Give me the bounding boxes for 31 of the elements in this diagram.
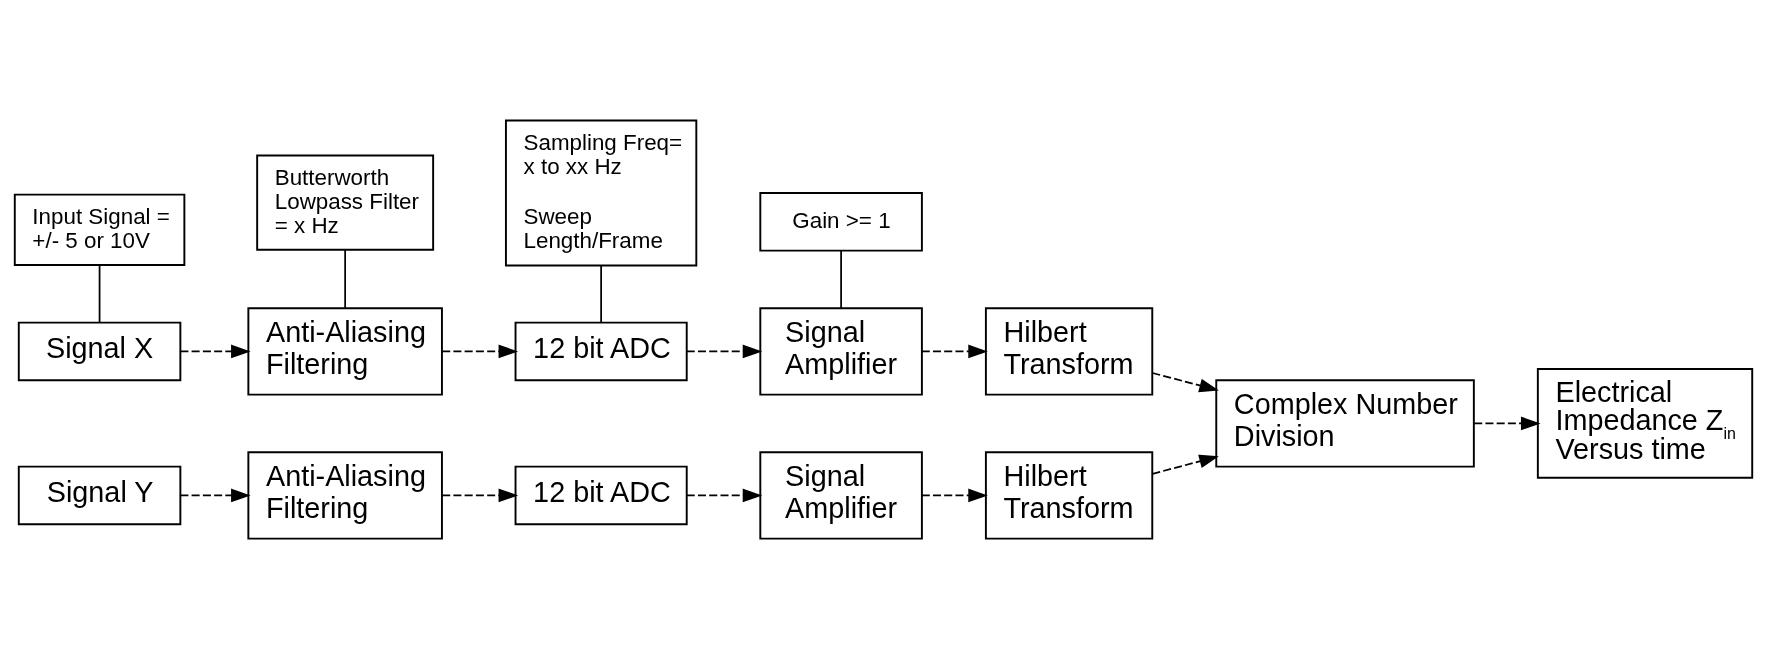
node-box: Signal Amplifier xyxy=(759,451,923,540)
arrow xyxy=(1473,416,1541,431)
arrow xyxy=(921,344,988,359)
node-box: Electrical Impedance Z$_{in}$ Versus time xyxy=(1536,368,1754,479)
node-box: Gain >= 1 xyxy=(759,192,923,252)
arrow xyxy=(441,344,519,359)
node-box: Sampling Freq= x to xx Hz Sweep Length/Frame xyxy=(505,119,698,267)
arrow xyxy=(179,344,251,359)
node-box: Butterworth Lowpass Filter = x Hz xyxy=(256,154,435,251)
arrow xyxy=(1151,372,1219,393)
node-box: Hilbert Transform xyxy=(984,307,1154,396)
node-box: Complex Number Division xyxy=(1215,379,1475,468)
arrow xyxy=(686,344,763,359)
arrow xyxy=(179,488,251,503)
connector xyxy=(840,249,842,309)
node-box: 12 bit ADC xyxy=(514,321,688,382)
node-box: Anti-Aliasing Filtering xyxy=(247,307,443,396)
node-box: 12 bit ADC xyxy=(514,465,688,526)
node-box: Signal Y xyxy=(17,465,182,526)
node-box: Hilbert Transform xyxy=(984,451,1154,540)
node-box: Signal X xyxy=(17,321,182,382)
arrow xyxy=(921,488,988,503)
arrow xyxy=(1151,454,1219,475)
arrow xyxy=(686,488,763,503)
connector xyxy=(98,264,101,324)
connector xyxy=(344,249,347,309)
node-box: Anti-Aliasing Filtering xyxy=(247,451,443,540)
node-box: Input Signal = +/- 5 or 10V xyxy=(13,193,186,266)
arrow xyxy=(441,488,519,503)
connector xyxy=(600,264,602,324)
node-box: Signal Amplifier xyxy=(759,307,923,396)
